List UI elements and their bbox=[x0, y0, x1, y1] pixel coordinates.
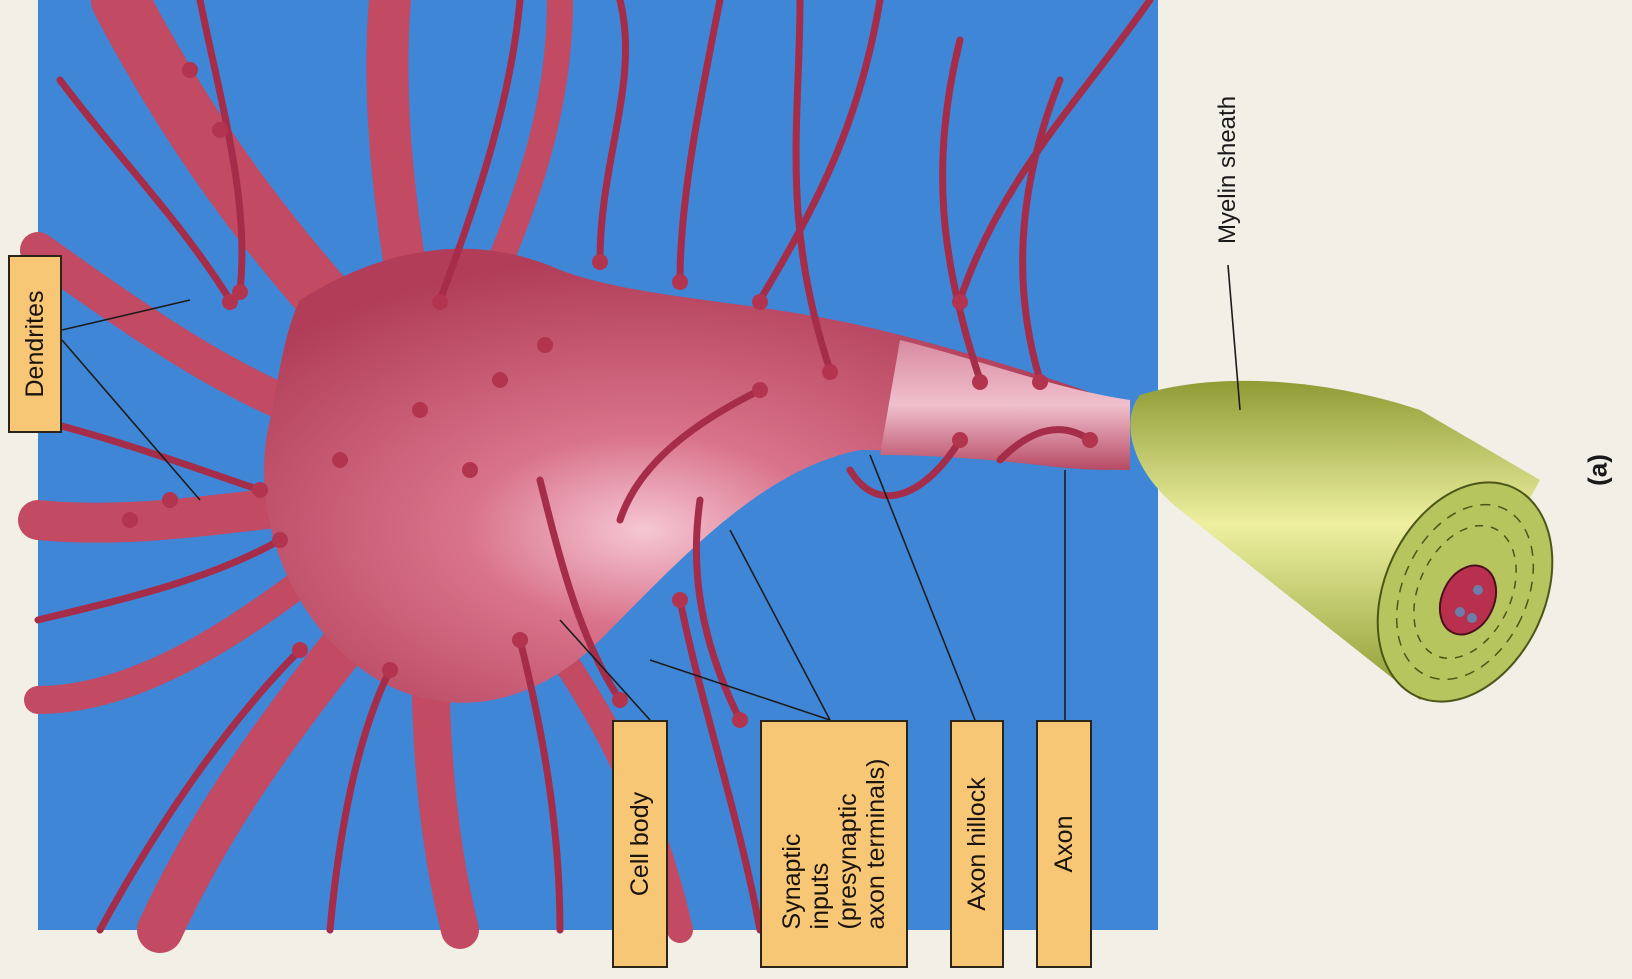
axon-hillock-label: Axon hillock bbox=[950, 720, 1004, 968]
panel-label: (a) bbox=[1583, 454, 1614, 486]
cell-body-label: Cell body bbox=[612, 720, 668, 968]
dendrites-label-text: Dendrites bbox=[21, 291, 49, 398]
axon-label-text: Axon bbox=[1050, 816, 1078, 873]
myelin-sheath-label: Myelin sheath bbox=[1214, 96, 1242, 244]
synaptic-inputs-label-text: Synaptic inputs (presynaptic axon termin… bbox=[778, 759, 890, 930]
dendrites-label: Dendrites bbox=[8, 255, 62, 433]
myelin-sheath-shape bbox=[1130, 381, 1586, 730]
axon-hillock-label-text: Axon hillock bbox=[963, 777, 991, 910]
synaptic-inputs-label: Synaptic inputs (presynaptic axon termin… bbox=[760, 720, 908, 968]
cell-body-label-text: Cell body bbox=[626, 792, 654, 896]
axon-label: Axon bbox=[1036, 720, 1092, 968]
